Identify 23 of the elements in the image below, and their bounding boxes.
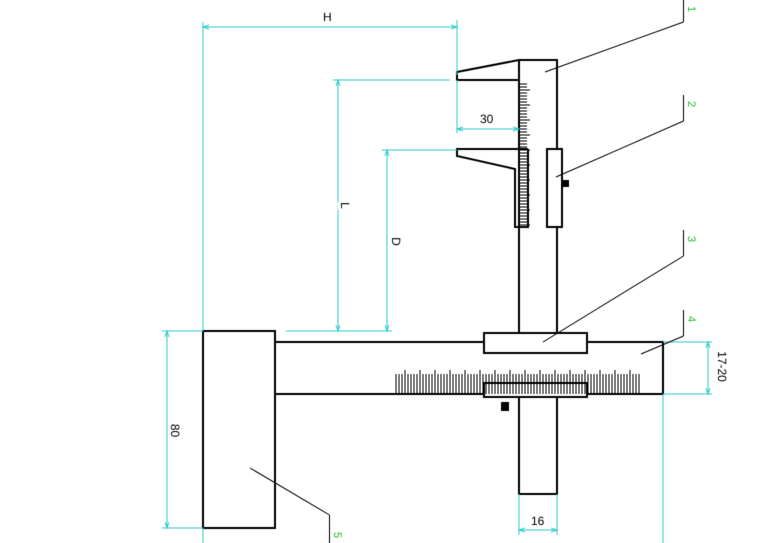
dimension-label: 16	[531, 515, 544, 528]
callout-number: 4	[685, 316, 698, 322]
leader-line	[556, 120, 684, 178]
leader-line	[250, 468, 330, 516]
base-block	[202, 330, 276, 529]
callout-marker	[683, 95, 697, 121]
dimension-label: 17-20	[714, 350, 728, 383]
callout-marker	[683, 310, 697, 336]
callout-marker	[683, 230, 697, 256]
callout-marker	[683, 0, 697, 22]
dimension-label: H	[323, 11, 332, 24]
leader-line	[544, 22, 684, 72]
callout-number: 3	[685, 236, 698, 242]
callout-number: 1	[685, 6, 698, 12]
callout-number: 5	[331, 532, 344, 538]
callout-number: 2	[685, 100, 698, 108]
slider-block	[483, 332, 588, 354]
dimension-label: 80	[168, 422, 182, 438]
dimension-label: L	[338, 201, 351, 210]
dimension-label: 30	[480, 113, 494, 126]
slider-block	[546, 148, 563, 228]
callout-marker	[329, 515, 343, 543]
leader-line	[640, 336, 684, 354]
